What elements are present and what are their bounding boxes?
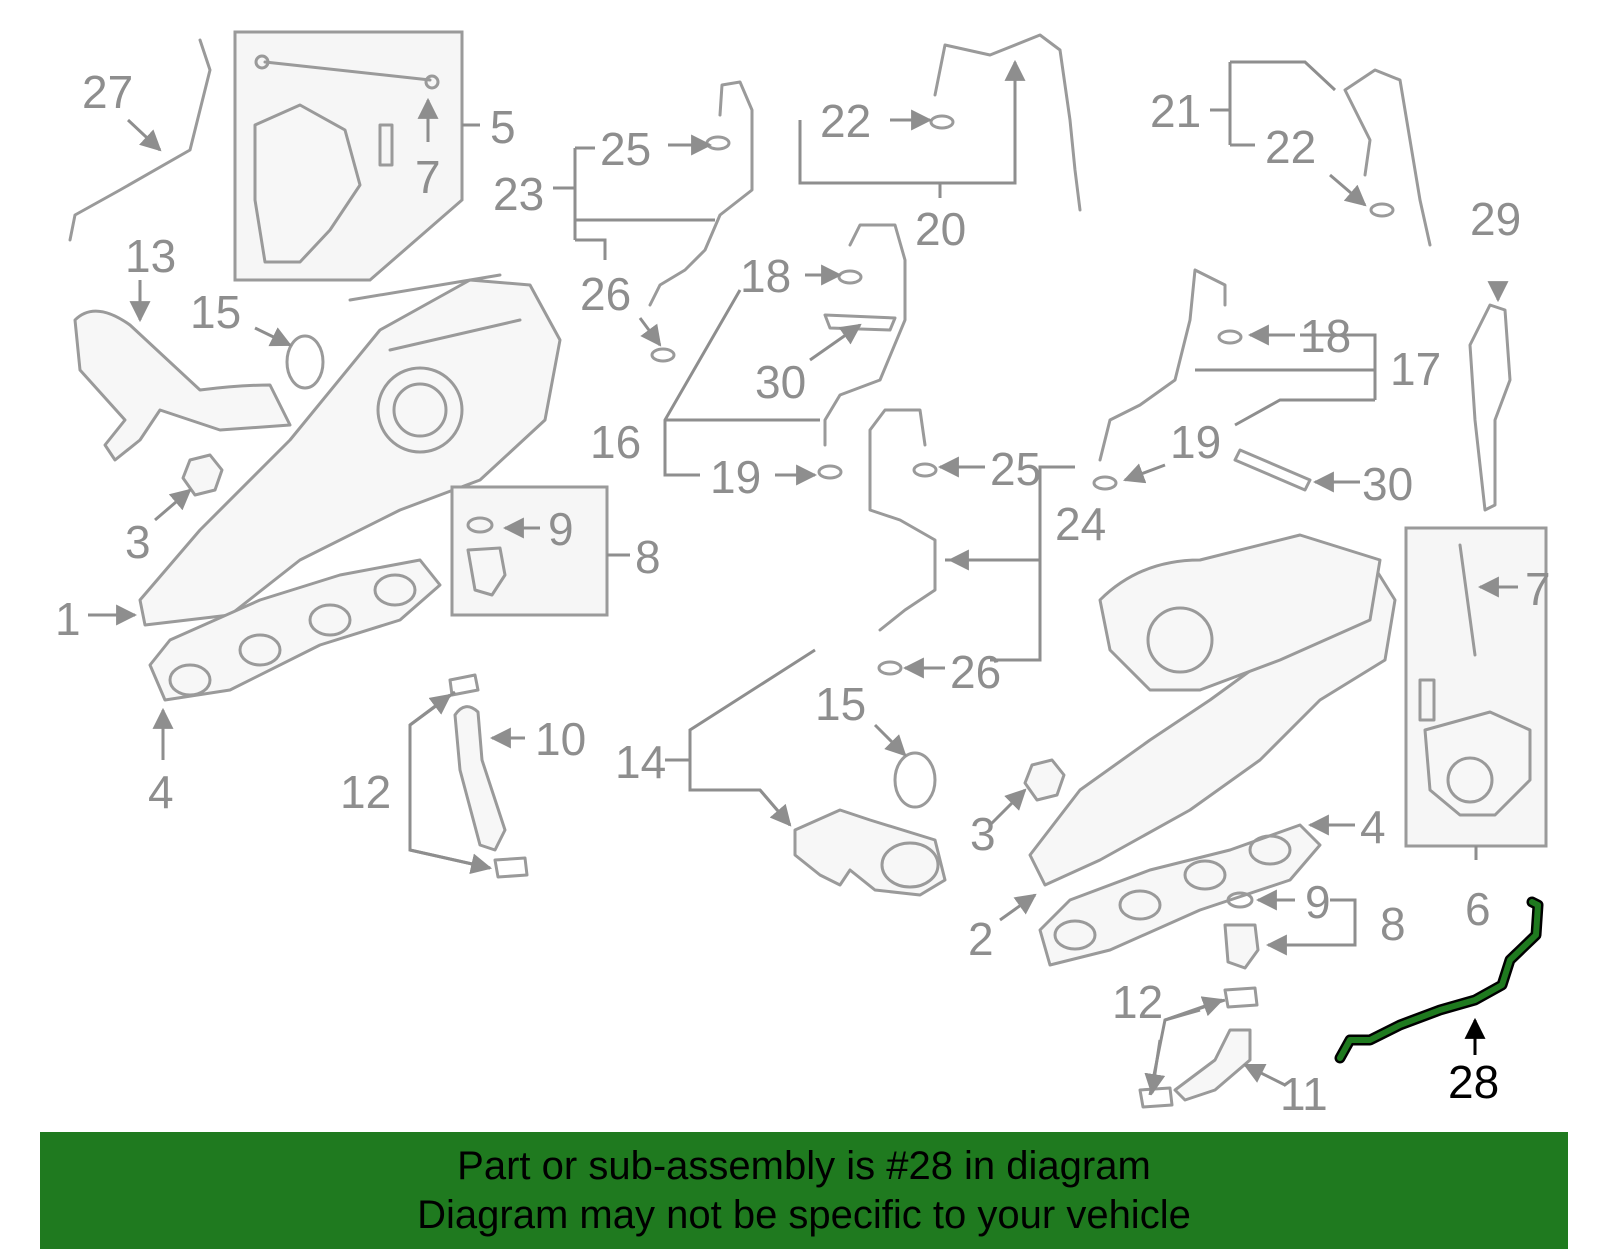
pipe-24 (868, 408, 937, 632)
turbo-1 (138, 278, 562, 627)
callout-22: 22 (820, 95, 871, 147)
callout-15-lower: 15 (815, 678, 866, 730)
callout-2: 2 (968, 913, 994, 965)
callout-6: 6 (1465, 883, 1491, 935)
callout-4-right: 4 (1360, 801, 1386, 853)
callout-9: 9 (548, 503, 574, 555)
pipe-23 (648, 80, 754, 307)
bracket-29 (1468, 303, 1512, 512)
housing-14 (793, 808, 947, 897)
callout-1: 1 (55, 593, 81, 645)
callout-30: 30 (755, 356, 806, 408)
callout-8-right: 8 (1380, 898, 1406, 950)
callout-labels: 27 5 7 13 15 3 1 4 25 23 26 22 20 21 22 … (55, 66, 1551, 1120)
nut-3 (181, 453, 224, 497)
callout-28: 28 (1448, 1056, 1499, 1108)
callout-3-right: 3 (970, 808, 996, 860)
hose-11 (1173, 1028, 1252, 1102)
callout-17: 17 (1390, 343, 1441, 395)
gasket-4 (148, 558, 442, 702)
callout-16: 16 (590, 416, 641, 468)
callout-29: 29 (1470, 193, 1521, 245)
callout-8: 8 (635, 531, 661, 583)
callout-24: 24 (1055, 498, 1106, 550)
callout-19: 19 (710, 451, 761, 503)
callout-3: 3 (125, 516, 151, 568)
pipe-21 (1343, 68, 1432, 247)
ring-15 (285, 334, 325, 390)
callout-10: 10 (535, 713, 586, 765)
banner-line-2: Diagram may not be specific to your vehi… (417, 1193, 1191, 1237)
parts-artwork (68, 30, 1548, 1109)
callout-20: 20 (915, 203, 966, 255)
callout-27: 27 (82, 66, 133, 118)
callout-14: 14 (615, 736, 666, 788)
callout-25-right: 25 (990, 443, 1041, 495)
callout-7: 7 (415, 151, 441, 203)
callout-26: 26 (580, 268, 631, 320)
callout-12-right: 12 (1112, 976, 1163, 1028)
info-banner: Part or sub-assembly is #28 in diagram D… (40, 1132, 1568, 1249)
pipe-17 (1098, 268, 1227, 462)
intake-pipe-13 (73, 309, 292, 462)
bracket-30 (823, 313, 897, 332)
leader-lines (88, 59, 1518, 1096)
pipe-20 (933, 33, 1082, 212)
banner-line-1: Part or sub-assembly is #28 in diagram (457, 1144, 1151, 1188)
callout-7-right: 7 (1525, 563, 1551, 615)
callout-13: 13 (125, 230, 176, 282)
callout-4: 4 (148, 766, 174, 818)
gasket-4-right (1038, 823, 1322, 967)
callout-18: 18 (740, 250, 791, 302)
callout-25: 25 (600, 123, 651, 175)
pipe-28-highlighted (1334, 896, 1544, 1064)
callout-5: 5 (490, 101, 516, 153)
pipe-27 (68, 38, 212, 242)
callout-22-right: 22 (1265, 121, 1316, 173)
callout-15: 15 (190, 286, 241, 338)
nut-3-right (1023, 758, 1066, 802)
hose-10 (453, 705, 507, 852)
callout-21: 21 (1150, 85, 1201, 137)
callout-19-right: 19 (1170, 416, 1221, 468)
callout-26-right: 26 (950, 646, 1001, 698)
callout-11: 11 (1280, 1068, 1328, 1120)
callout-12: 12 (340, 766, 391, 818)
callout-23: 23 (493, 168, 544, 220)
ring-15-lower (893, 751, 937, 809)
callout-9-right: 9 (1305, 876, 1331, 928)
callout-18-right: 18 (1300, 310, 1351, 362)
callout-30-right: 30 (1362, 458, 1413, 510)
pipe-16 (823, 223, 907, 447)
